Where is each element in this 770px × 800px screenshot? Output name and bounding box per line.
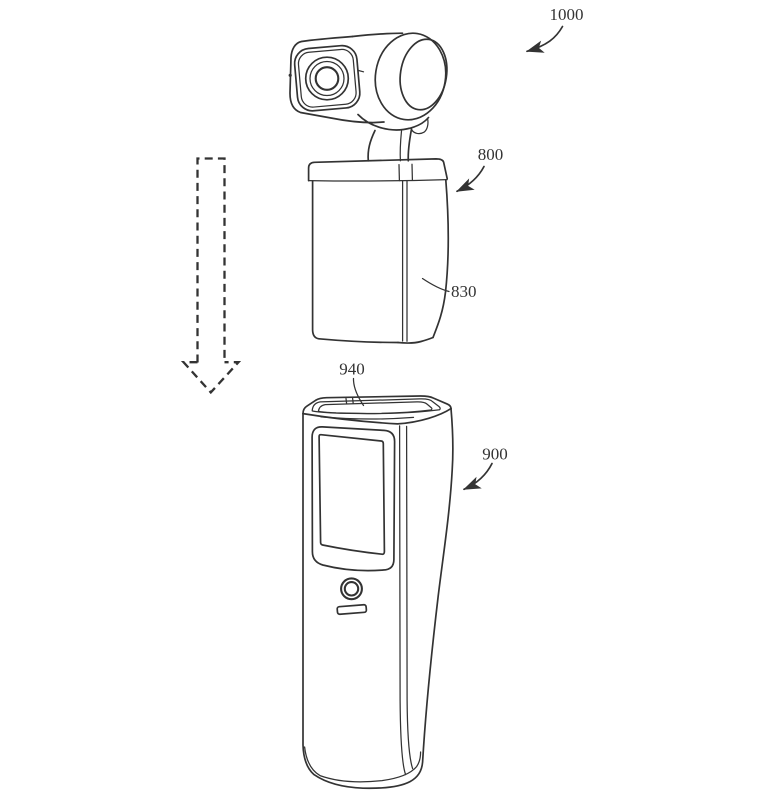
socket-rim-ticks xyxy=(345,397,354,405)
camera-body-outline xyxy=(289,35,385,124)
handle-top-back-rim xyxy=(302,395,452,415)
ref-label-900: 900 xyxy=(482,445,508,464)
handle xyxy=(302,395,454,790)
module-corner-lines xyxy=(401,180,408,342)
ref-leader-830 xyxy=(421,277,450,293)
ref-label-1000: 1000 xyxy=(550,5,584,24)
indicator-slot xyxy=(336,603,368,616)
shutter-button-inner xyxy=(343,581,360,597)
ref-arrow-900 xyxy=(463,462,493,491)
camera-top-line xyxy=(351,32,404,38)
reference-annotations: 1000 800 830 940 900 xyxy=(339,5,584,491)
module-cap-ticks xyxy=(398,163,414,182)
yoke-collar xyxy=(357,113,430,131)
yoke-stem-right xyxy=(407,128,413,162)
insertion-arrow-head xyxy=(180,361,242,395)
socket-opening xyxy=(317,401,433,415)
lens-ring-outer xyxy=(304,56,350,101)
module-bottom-edge xyxy=(318,337,399,344)
shutter-button xyxy=(340,577,363,601)
module-side-bottom-edge xyxy=(397,336,434,344)
lens-bezel-inner xyxy=(297,48,357,108)
ref-label-940: 940 xyxy=(339,360,365,379)
ref-leader-940 xyxy=(352,377,365,407)
screen-bezel xyxy=(311,426,396,572)
ref-label-800: 800 xyxy=(478,145,504,164)
gimbal-arm xyxy=(357,113,430,162)
front-indicator-dot xyxy=(288,73,292,77)
ref-label-830: 830 xyxy=(451,282,477,301)
lens-ring-inner xyxy=(314,66,340,91)
module-cap-bottom-edge xyxy=(307,178,448,182)
ref-arrow-1000 xyxy=(526,25,564,53)
handle-corner-lines xyxy=(398,425,414,776)
yoke-right-lobe xyxy=(410,118,429,135)
camera-barrel-cap xyxy=(399,38,448,111)
lens-ring-mid xyxy=(309,60,345,97)
screen-display xyxy=(318,433,386,556)
yoke-stem-inner-line xyxy=(399,130,403,162)
handle-outline xyxy=(302,407,454,790)
socket-inner-wall-line xyxy=(320,416,415,420)
insertion-arrow xyxy=(180,157,242,395)
camera-head xyxy=(288,32,448,124)
yoke-stem-left xyxy=(367,129,376,162)
camera-barrel-rim xyxy=(374,32,447,121)
lens-bezel-outer xyxy=(293,44,361,112)
handle-bottom-inner-edge xyxy=(303,746,422,783)
module-left-edge xyxy=(311,180,320,340)
camera-module-box xyxy=(307,158,450,344)
ref-arrow-800 xyxy=(456,165,485,193)
module-cap-outline xyxy=(307,158,449,182)
bezel-side-tick xyxy=(357,69,365,73)
module-right-edge xyxy=(432,179,450,339)
insertion-arrow-shaft xyxy=(196,157,226,363)
